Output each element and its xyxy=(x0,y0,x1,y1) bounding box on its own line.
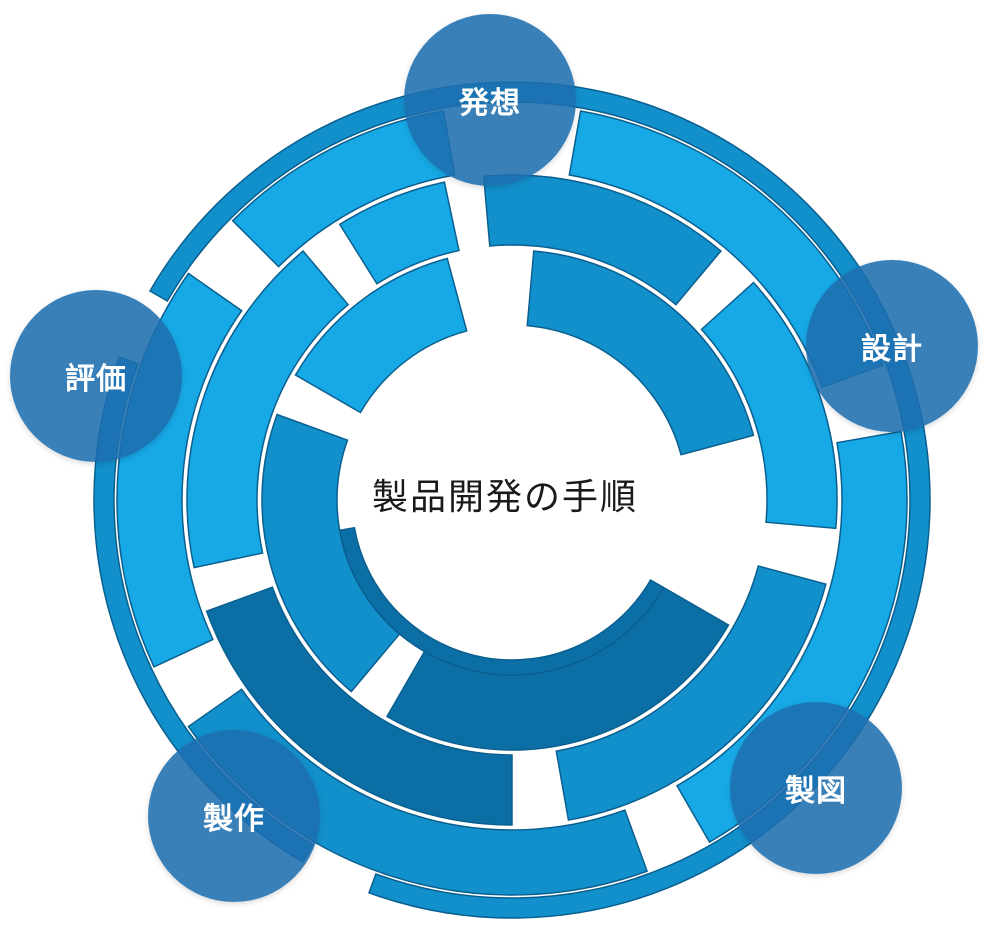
step-node-ideation: 発想 xyxy=(404,14,576,186)
step-label: 製作 xyxy=(203,802,265,837)
ring-segment xyxy=(294,257,468,414)
diagram-title: 製品開発の手順 xyxy=(371,477,638,518)
ring-segment xyxy=(555,565,827,821)
step-node-design: 設計 xyxy=(806,260,978,432)
step-node-drafting: 製図 xyxy=(730,702,902,874)
ring-segment xyxy=(482,174,722,306)
step-label: 製図 xyxy=(785,774,847,809)
ring-segment xyxy=(675,430,908,844)
ring-segment xyxy=(526,250,755,456)
ring-segment xyxy=(338,526,665,676)
ring-segment xyxy=(700,281,838,530)
ring-segment xyxy=(205,586,513,826)
step-label: 発想 xyxy=(459,86,521,121)
ring-segment xyxy=(187,688,649,896)
step-label: 設計 xyxy=(861,332,923,367)
ring-segment xyxy=(186,249,350,569)
ring-segment xyxy=(148,81,931,919)
step-node-evaluation: 評価 xyxy=(10,290,182,462)
ring-segment xyxy=(338,181,460,285)
step-node-fabrication: 製作 xyxy=(148,730,320,902)
step-label: 評価 xyxy=(65,362,127,397)
